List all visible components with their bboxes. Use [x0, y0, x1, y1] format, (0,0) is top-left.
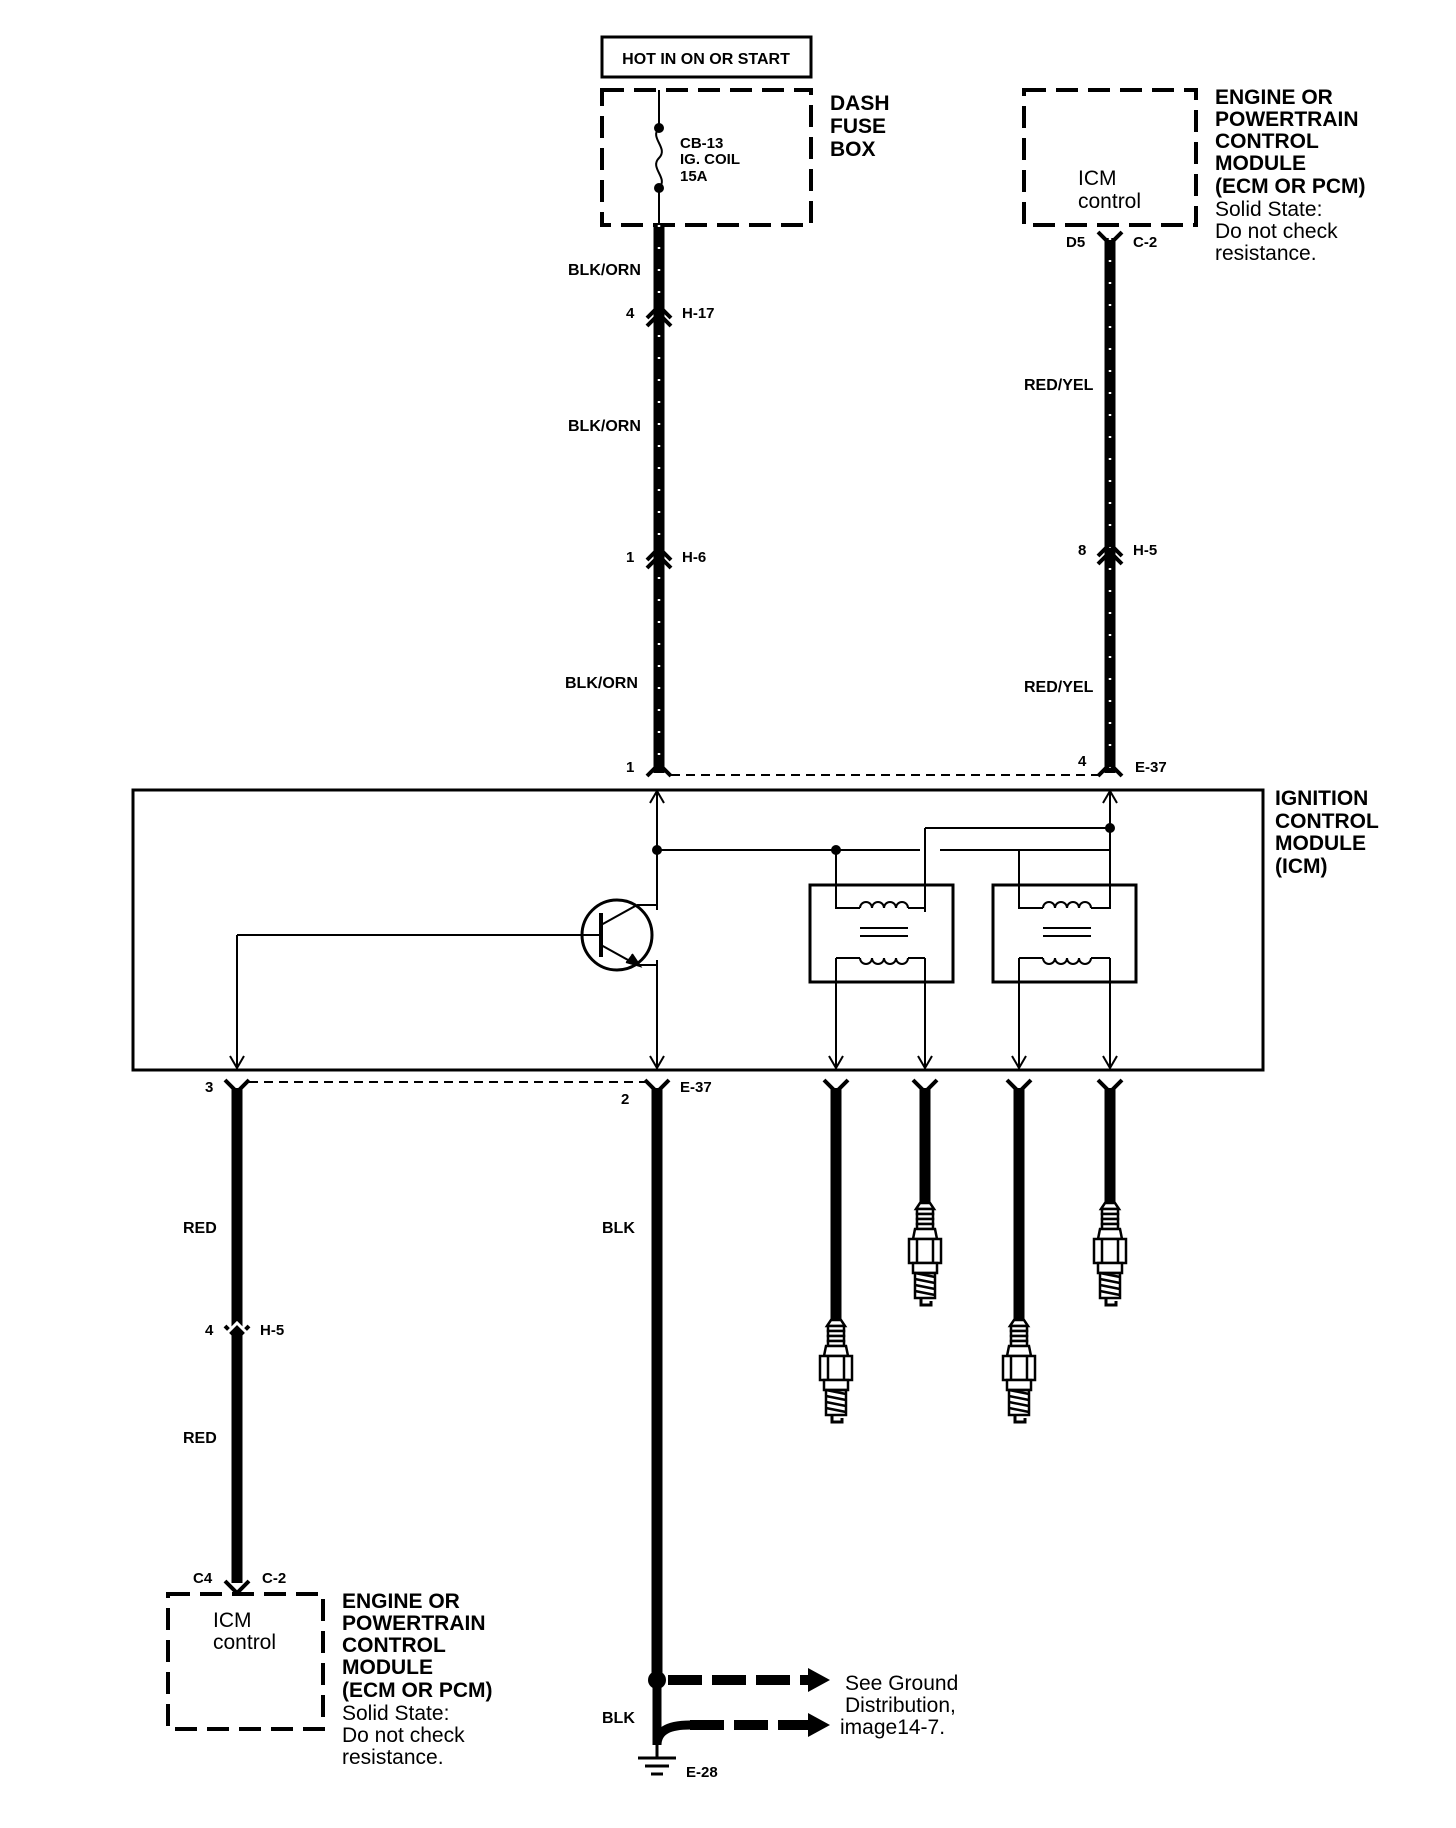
ecm-top-note-2: Do not check [1215, 220, 1338, 243]
ecm-top-inner-1: ICM [1078, 167, 1117, 190]
spark-plug-lead [1096, 1078, 1124, 1205]
ecm-bottom-inner-1: ICM [213, 1609, 252, 1632]
icm-heading-2: CONTROL [1275, 810, 1379, 833]
spark-plug-icon [1001, 1318, 1037, 1424]
connector-h5-bottom-label: H-5 [260, 1322, 284, 1339]
connector-h5-bottom [223, 1320, 251, 1341]
ecm-bottom-note-2: Do not check [342, 1724, 465, 1747]
wire-label-red-1: RED [183, 1220, 217, 1237]
ignition-coil-icon [940, 828, 1138, 1070]
ground-e28-label: E-28 [686, 1764, 718, 1781]
ecm-bottom-heading-1: ENGINE OR [342, 1590, 460, 1613]
ecm-bottom-inner-2: control [213, 1631, 276, 1654]
fuse-box-title-1: DASH [830, 92, 890, 115]
icm-heading-3: MODULE [1275, 832, 1366, 855]
ecm-top-heading-5: (ECM OR PCM) [1215, 175, 1366, 198]
connector-e37-top-right [1096, 761, 1124, 778]
ground-arrow-icon [808, 1668, 830, 1692]
connector-h5-top-label: H-5 [1133, 542, 1157, 559]
connector-e37-top-left-pin: 1 [626, 759, 634, 776]
ground-note-1: See Ground [845, 1672, 958, 1695]
fuse-label-3: 15A [680, 168, 708, 185]
dash-fuse-box [600, 88, 813, 227]
wire-label-blk-orn-1: BLK/ORN [568, 262, 641, 279]
ground-note-3: image14-7. [840, 1716, 945, 1739]
icm-box [131, 788, 1265, 1072]
fuse-icon [654, 90, 664, 225]
connector-ecm-top [1096, 230, 1124, 247]
connector-h17 [645, 303, 673, 328]
wire-label-blk-2: BLK [602, 1710, 635, 1727]
spark-plug-lead [822, 1078, 850, 1322]
connector-e37-top-label: E-37 [1135, 759, 1167, 776]
ecm-bottom-note-1: Solid State: [342, 1702, 449, 1725]
ground-arrow-icon [808, 1713, 830, 1737]
ecm-top-inner-2: control [1078, 190, 1141, 213]
hot-label: HOT IN ON OR START [622, 51, 790, 68]
ecm-top-note-1: Solid State: [1215, 198, 1322, 221]
ecm-top-heading-2: POWERTRAIN [1215, 108, 1359, 131]
icm-internal-circuit [229, 789, 1118, 1070]
ignition-coil-icon [808, 850, 955, 1070]
connector-h6-label: H-6 [682, 549, 706, 566]
spark-plug-lead [911, 1078, 939, 1205]
ecm-top-heading-4: MODULE [1215, 152, 1306, 175]
ecm-top-connector: C-2 [1133, 234, 1157, 251]
wire-label-blk-1: BLK [602, 1220, 635, 1237]
icm-heading-1: IGNITION [1275, 787, 1368, 810]
ground-icon [638, 1745, 676, 1776]
ecm-bottom-pin: C4 [193, 1570, 213, 1587]
connector-e37-top-left [645, 761, 673, 778]
ecm-bottom-heading-2: POWERTRAIN [342, 1612, 486, 1635]
wire-label-red-2: RED [183, 1430, 217, 1447]
connector-h5-bottom-pin: 4 [205, 1322, 214, 1339]
connector-h5-top-pin: 8 [1078, 542, 1086, 559]
connector-e37-bottom-left-pin: 3 [205, 1079, 213, 1096]
connector-h6-pin: 1 [626, 549, 634, 566]
connector-h6 [645, 545, 673, 570]
transistor-icon [580, 898, 657, 972]
connector-h17-label: H-17 [682, 305, 715, 322]
ecm-top-heading-1: ENGINE OR [1215, 86, 1333, 109]
spark-plug-icon [818, 1318, 854, 1424]
wire-label-red-yel-2: RED/YEL [1024, 679, 1094, 696]
ecm-top-pin: D5 [1066, 234, 1085, 251]
fuse-label-1: CB-13 [680, 135, 723, 152]
connector-e37-bottom-label: E-37 [680, 1079, 712, 1096]
ecm-top-box [1022, 88, 1198, 227]
ecm-bottom-box [166, 1592, 325, 1731]
ecm-top-heading-3: CONTROL [1215, 130, 1319, 153]
junction-dot [652, 845, 662, 855]
spark-plug-icon [1092, 1201, 1128, 1307]
fuse-box-title-2: FUSE [830, 115, 886, 138]
connector-h5-top [1096, 541, 1124, 566]
ecm-bottom-note-3: resistance. [342, 1746, 444, 1769]
ecm-bottom-connector: C-2 [262, 1570, 286, 1587]
fuse-box-title-3: BOX [830, 138, 876, 161]
spark-plug-lead [1005, 1078, 1033, 1322]
wire-blk-ground-branch [652, 1720, 691, 1746]
ecm-bottom-heading-4: MODULE [342, 1656, 433, 1679]
wire-label-blk-orn-2: BLK/ORN [568, 418, 641, 435]
ecm-bottom-heading-5: (ECM OR PCM) [342, 1679, 493, 1702]
wire-label-red-yel-1: RED/YEL [1024, 377, 1094, 394]
fuse-label-2: IG. COIL [680, 151, 740, 168]
connector-h17-pin: 4 [626, 305, 635, 322]
connector-e37-top-right-pin: 4 [1078, 753, 1087, 770]
wire-label-blk-orn-3: BLK/ORN [565, 675, 638, 692]
ground-note-2: Distribution, [845, 1694, 956, 1717]
ecm-bottom-heading-3: CONTROL [342, 1634, 446, 1657]
ecm-top-note-3: resistance. [1215, 242, 1317, 265]
spark-plug-icon [907, 1201, 943, 1307]
icm-heading-4: (ICM) [1275, 855, 1327, 878]
connector-e37-bottom-mid-pin: 2 [621, 1091, 629, 1108]
hot-label-box [600, 35, 813, 79]
